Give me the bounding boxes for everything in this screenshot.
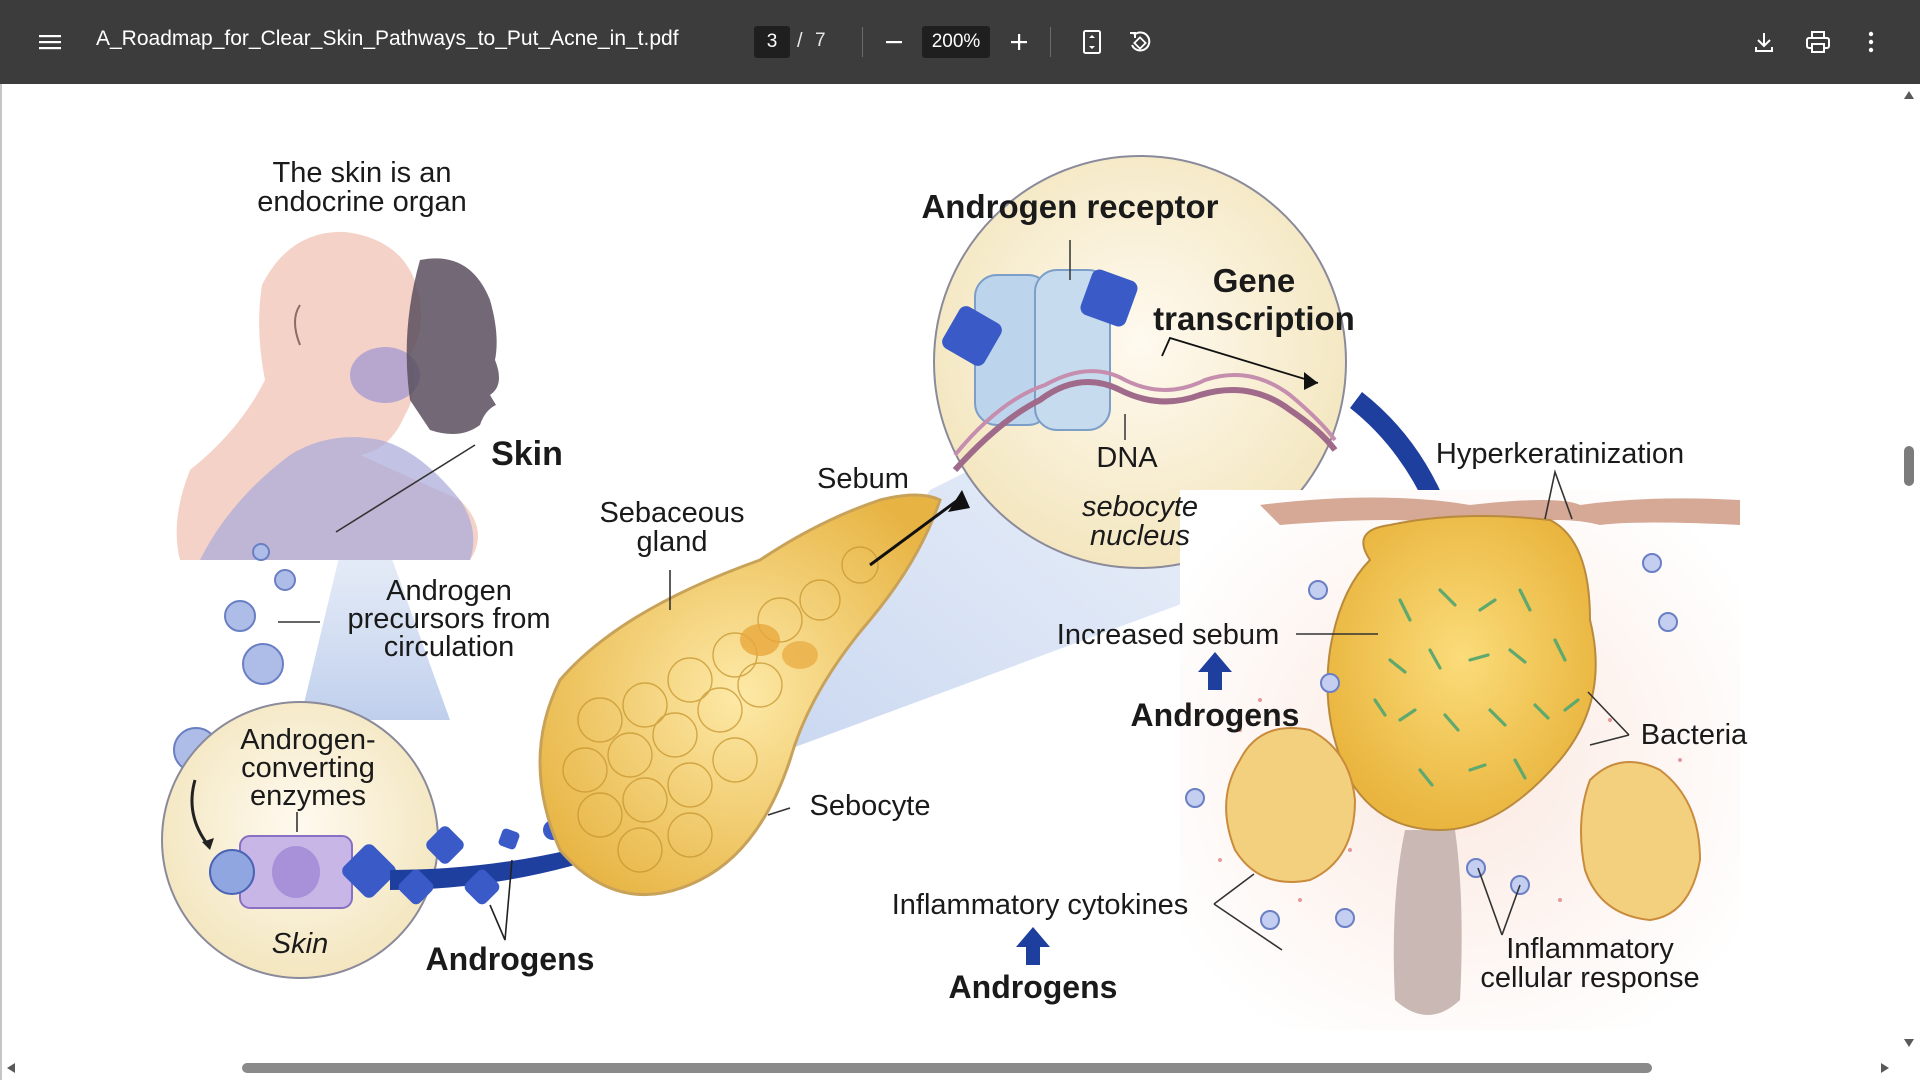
zoom-level-input[interactable]: 200% bbox=[922, 26, 990, 58]
document-title: A_Roadmap_for_Clear_Skin_Pathways_to_Put… bbox=[96, 27, 679, 50]
page-total: 7 bbox=[815, 30, 826, 51]
toolbar-divider bbox=[1050, 27, 1051, 57]
label-skin: Skin bbox=[491, 435, 563, 473]
vertical-scrollbar-thumb[interactable] bbox=[1904, 446, 1914, 486]
label-dna: DNA bbox=[1096, 442, 1158, 474]
label-bacteria: Bacteria bbox=[1641, 719, 1748, 751]
label-increased-sebum: Increased sebum bbox=[1057, 619, 1279, 651]
label-enzymes: Androgen- bbox=[240, 724, 375, 756]
print-button[interactable] bbox=[1798, 22, 1838, 62]
hamburger-menu-icon[interactable] bbox=[30, 22, 70, 62]
label-gene-transcription: Gene bbox=[1213, 262, 1296, 299]
pdf-viewer[interactable]: The skin is an endocrine organ Skin Andr… bbox=[0, 84, 1920, 1080]
label-precursors: circulation bbox=[384, 631, 515, 663]
androgen-arrow bbox=[390, 815, 680, 941]
zoom-in-button[interactable] bbox=[999, 22, 1039, 62]
more-vertical-icon bbox=[1868, 31, 1874, 53]
inflamed-follicle bbox=[1180, 469, 1740, 1030]
pdf-toolbar: A_Roadmap_for_Clear_Skin_Pathways_to_Put… bbox=[0, 0, 1920, 84]
label-sebaceous-gland: Sebaceous bbox=[599, 497, 744, 529]
plus-icon bbox=[1011, 34, 1027, 50]
horizontal-scrollbar[interactable] bbox=[0, 1056, 1898, 1080]
scroll-left-arrow-icon[interactable] bbox=[6, 1062, 16, 1074]
scroll-down-arrow-icon[interactable] bbox=[1903, 1038, 1915, 1048]
label-inflammatory-cellular: cellular response bbox=[1480, 962, 1699, 994]
label-precursors: Androgen bbox=[386, 575, 512, 607]
label-androgen-receptor: Androgen receptor bbox=[921, 188, 1218, 225]
label-inflammatory-cytokines: Inflammatory cytokines bbox=[892, 889, 1189, 921]
page-separator: / bbox=[797, 30, 803, 52]
label-androgens-1: Androgens bbox=[426, 941, 595, 977]
label-inflammatory-cellular: Inflammatory bbox=[1506, 933, 1674, 965]
vertical-scrollbar[interactable] bbox=[1898, 84, 1920, 1054]
page-number-input[interactable]: 3 bbox=[754, 26, 790, 58]
label-precursors: precursors from bbox=[347, 603, 550, 635]
rotate-icon bbox=[1130, 31, 1151, 52]
leader-lines bbox=[278, 444, 476, 832]
label-hyperkeratinization: Hyperkeratinization bbox=[1436, 438, 1684, 470]
toolbar-divider bbox=[862, 27, 863, 57]
skin-enzyme-circle bbox=[161, 701, 439, 979]
label-skin-endocrine: endocrine organ bbox=[257, 186, 467, 218]
head-illustration bbox=[176, 231, 499, 720]
label-enzymes: converting bbox=[241, 752, 375, 784]
print-icon bbox=[1806, 31, 1830, 53]
horizontal-scrollbar-thumb[interactable] bbox=[242, 1063, 1652, 1073]
label-skin-circle: Skin bbox=[272, 928, 328, 960]
label-sebocyte-nucleus: sebocyte bbox=[1082, 491, 1198, 523]
label-androgens-3: Androgens bbox=[949, 969, 1118, 1005]
label-sebaceous-gland: gland bbox=[637, 526, 708, 558]
label-enzymes: enzymes bbox=[250, 780, 366, 812]
more-options-button[interactable] bbox=[1851, 22, 1891, 62]
rotate-button[interactable] bbox=[1120, 22, 1160, 62]
scroll-right-arrow-icon[interactable] bbox=[1880, 1062, 1890, 1074]
fit-page-icon bbox=[1083, 30, 1101, 54]
label-sebocyte-nucleus: nucleus bbox=[1090, 520, 1190, 552]
fit-page-button[interactable] bbox=[1072, 22, 1112, 62]
label-gene-transcription: transcription bbox=[1153, 300, 1355, 337]
label-skin-endocrine: The skin is an bbox=[273, 157, 452, 189]
label-sebocyte: Sebocyte bbox=[810, 790, 931, 822]
acne-pathway-figure: The skin is an endocrine organ Skin Andr… bbox=[161, 155, 1748, 1030]
label-androgens-2: Androgens bbox=[1131, 697, 1300, 733]
download-button[interactable] bbox=[1744, 22, 1784, 62]
minus-icon bbox=[886, 41, 902, 44]
label-sebum: Sebum bbox=[817, 463, 909, 495]
nucleus-circle bbox=[933, 155, 1347, 569]
up-arrows bbox=[1016, 652, 1232, 965]
download-icon bbox=[1755, 33, 1773, 52]
scroll-up-arrow-icon[interactable] bbox=[1903, 90, 1915, 100]
viewer-left-border bbox=[0, 84, 2, 1080]
zoom-out-button[interactable] bbox=[874, 22, 914, 62]
